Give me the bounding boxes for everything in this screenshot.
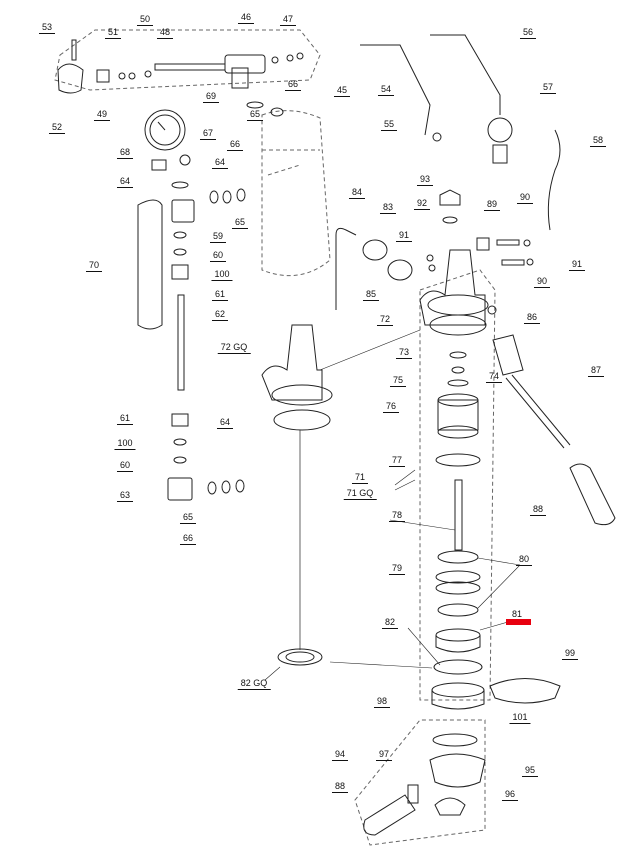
part-label-66[interactable]: 66	[179, 533, 197, 545]
part-label-91[interactable]: 91	[395, 230, 413, 242]
part-label-90[interactable]: 90	[533, 276, 551, 288]
part-label-101[interactable]: 101	[509, 712, 531, 724]
part-label-56[interactable]: 56	[519, 27, 537, 39]
part-label-79[interactable]: 79	[388, 563, 406, 575]
group-head-72	[419, 249, 489, 710]
part-label-71-gq[interactable]: 71 GQ	[343, 488, 377, 500]
part-label-78[interactable]: 78	[388, 510, 406, 522]
part-label-99[interactable]: 99	[561, 648, 579, 660]
group-outlines	[54, 29, 496, 846]
part-label-71[interactable]: 71	[351, 472, 369, 484]
part-label-47[interactable]: 47	[279, 14, 297, 26]
part-label-88[interactable]: 88	[331, 781, 349, 793]
part-label-90[interactable]: 90	[516, 192, 534, 204]
part-label-82-gq[interactable]: 82 GQ	[237, 678, 271, 690]
highlight-marker-81	[506, 619, 531, 625]
part-label-88[interactable]: 88	[529, 504, 547, 516]
part-label-93[interactable]: 93	[416, 174, 434, 186]
part-label-55[interactable]: 55	[380, 119, 398, 131]
part-label-77[interactable]: 77	[388, 455, 406, 467]
part-label-57[interactable]: 57	[539, 82, 557, 94]
part-label-72[interactable]: 72	[376, 314, 394, 326]
part-label-50[interactable]: 50	[136, 14, 154, 26]
part-label-51[interactable]: 51	[104, 27, 122, 39]
part-label-86[interactable]: 86	[523, 312, 541, 324]
part-label-74[interactable]: 74	[485, 371, 503, 383]
part-label-61[interactable]: 61	[211, 289, 229, 301]
part-label-92[interactable]: 92	[413, 198, 431, 210]
part-label-76[interactable]: 76	[382, 401, 400, 413]
part-label-98[interactable]: 98	[373, 696, 391, 708]
part-label-65[interactable]: 65	[179, 512, 197, 524]
part-label-97[interactable]: 97	[375, 749, 393, 761]
part-label-61[interactable]: 61	[116, 413, 134, 425]
part-label-96[interactable]: 96	[501, 789, 519, 801]
part-label-54[interactable]: 54	[377, 84, 395, 96]
part-label-87[interactable]: 87	[587, 365, 605, 377]
part-label-65[interactable]: 65	[246, 109, 264, 121]
part-label-73[interactable]: 73	[395, 347, 413, 359]
part-label-83[interactable]: 83	[379, 202, 397, 214]
part-label-66[interactable]: 66	[284, 79, 302, 91]
part-label-65[interactable]: 65	[231, 217, 249, 229]
part-label-75[interactable]: 75	[389, 375, 407, 387]
part-label-52[interactable]: 52	[48, 122, 66, 134]
part-label-95[interactable]: 95	[521, 765, 539, 777]
part-label-100[interactable]: 100	[114, 438, 136, 450]
part-label-68[interactable]: 68	[116, 147, 134, 159]
part-label-49[interactable]: 49	[93, 109, 111, 121]
part-label-85[interactable]: 85	[362, 289, 380, 301]
part-label-60[interactable]: 60	[116, 460, 134, 472]
group-head-72gq	[261, 324, 333, 666]
part-label-89[interactable]: 89	[483, 199, 501, 211]
part-label-60[interactable]: 60	[209, 250, 227, 262]
part-label-48[interactable]: 48	[156, 27, 174, 39]
part-label-69[interactable]: 69	[202, 91, 220, 103]
part-label-82[interactable]: 82	[381, 617, 399, 629]
part-label-94[interactable]: 94	[331, 749, 349, 761]
part-label-62[interactable]: 62	[211, 309, 229, 321]
part-label-64[interactable]: 64	[216, 417, 234, 429]
part-label-67[interactable]: 67	[199, 128, 217, 140]
part-label-64[interactable]: 64	[211, 157, 229, 169]
part-label-100[interactable]: 100	[211, 269, 233, 281]
part-label-70[interactable]: 70	[85, 260, 103, 272]
part-label-45[interactable]: 45	[333, 85, 351, 97]
part-label-46[interactable]: 46	[237, 12, 255, 24]
part-label-53[interactable]: 53	[38, 22, 56, 34]
manifold-assembly	[57, 39, 304, 94]
part-label-66[interactable]: 66	[226, 139, 244, 151]
part-label-91[interactable]: 91	[568, 259, 586, 271]
part-label-84[interactable]: 84	[348, 187, 366, 199]
part-label-58[interactable]: 58	[589, 135, 607, 147]
part-label-80[interactable]: 80	[515, 554, 533, 566]
part-label-63[interactable]: 63	[116, 490, 134, 502]
part-label-64[interactable]: 64	[116, 176, 134, 188]
part-label-59[interactable]: 59	[209, 231, 227, 243]
part-label-72-gq[interactable]: 72 GQ	[217, 342, 251, 354]
